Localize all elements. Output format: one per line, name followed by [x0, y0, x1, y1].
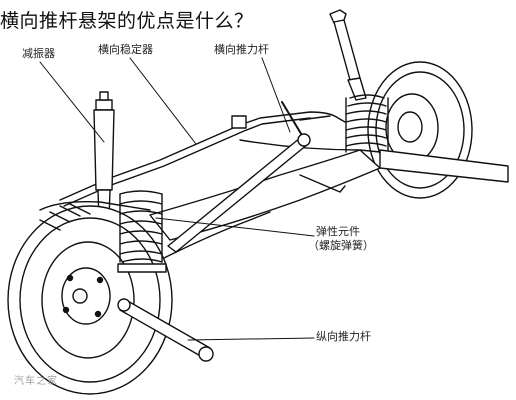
label-elastic-element-sub: （螺旋弹簧）: [308, 239, 374, 252]
axle-beam: [239, 139, 509, 183]
right-shock-absorber: [329, 9, 367, 101]
page-title: 横向推杆悬架的优点是什么？: [0, 10, 254, 32]
longitudinal-push-rod: [117, 298, 214, 362]
left-wheel: [7, 200, 173, 395]
watermark: 汽车之家: [14, 376, 58, 387]
leader-lines: [39, 57, 315, 341]
right-wheel: [367, 61, 473, 199]
left-coil-spring: [117, 190, 167, 273]
label-elastic-element: 弹性元件: [316, 225, 360, 238]
label-lateral-push-rod: 横向推力杆: [214, 43, 269, 56]
label-lateral-stabilizer: 横向稳定器: [98, 43, 153, 56]
label-shock-absorber: 减振器: [22, 47, 55, 60]
right-coil-spring: [345, 94, 389, 153]
label-longitudinal-push-rod: 纵向推力杆: [316, 330, 371, 343]
